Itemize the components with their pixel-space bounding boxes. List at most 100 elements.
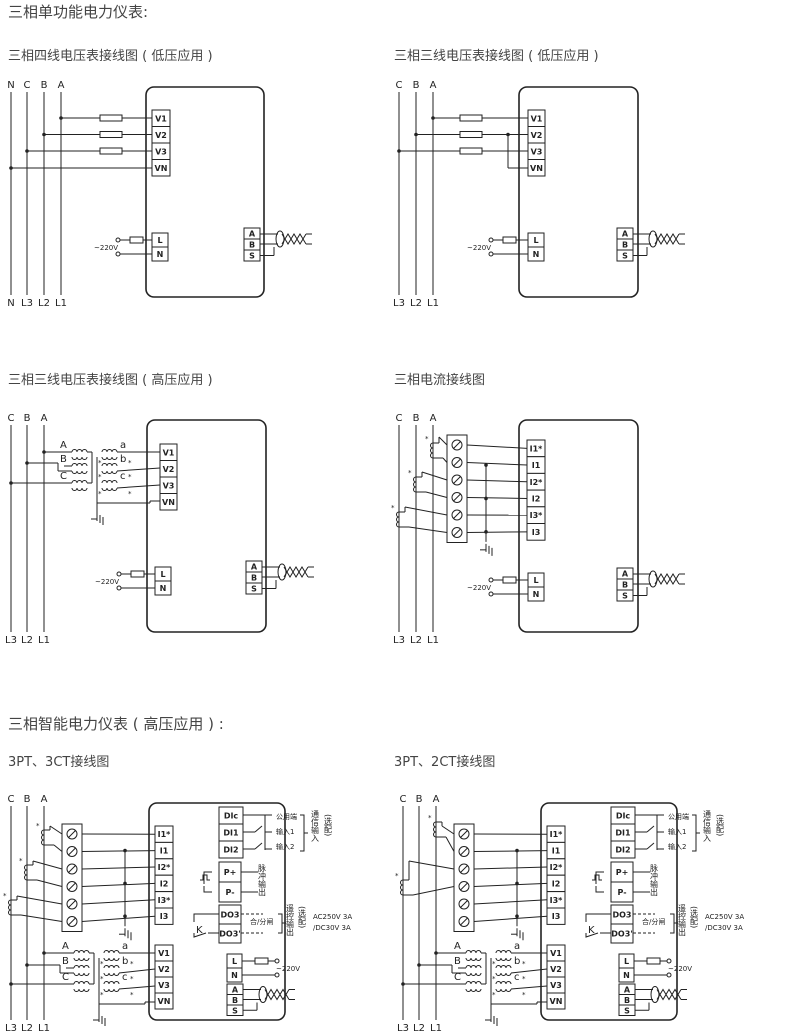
wire <box>36 879 63 887</box>
comm-terminal-block: ABS <box>618 983 636 1016</box>
coil-icon <box>495 965 512 969</box>
terminal-label: I3* <box>550 896 564 905</box>
polarity-mark: * <box>100 975 104 983</box>
phase-label-top: C <box>396 413 403 424</box>
coil-icon <box>73 972 90 976</box>
terminal-label: I1* <box>550 830 564 839</box>
screw-slot <box>453 458 461 467</box>
fuse-icon <box>99 147 123 155</box>
polarity-mark: * <box>98 490 102 498</box>
screw-terminal-icon <box>451 492 463 503</box>
screw-terminal-icon <box>451 509 463 521</box>
comm-terminal-block: ABS <box>616 567 634 602</box>
terminal-label: L <box>533 236 538 245</box>
terminal-label: DO3' <box>611 930 632 939</box>
polarity-mark: * <box>522 960 526 968</box>
coil-icon <box>71 463 88 467</box>
terminal-label: V2 <box>550 965 562 974</box>
wire <box>408 860 455 870</box>
terminal-label: VN <box>155 164 168 173</box>
phase-label-bottom: L3 <box>5 1023 17 1034</box>
shield-icon <box>258 986 268 1003</box>
terminal-label: B <box>622 241 628 250</box>
coil-icon <box>103 950 120 954</box>
screw-slot <box>68 847 76 856</box>
junction-dot <box>25 963 29 967</box>
polarity-mark: * <box>98 459 102 467</box>
twisted-pair-icon <box>281 233 307 245</box>
pt-secondary-label: b <box>514 956 520 967</box>
optional-label: (选配) <box>690 906 699 928</box>
terminal-label: VN <box>158 997 171 1006</box>
terminal-label: VN <box>550 997 563 1006</box>
fuse-icon <box>459 131 483 138</box>
phase-label-top: C <box>24 80 31 91</box>
di-label: 公用端 <box>276 812 297 821</box>
meter-body <box>518 86 639 298</box>
ct-coil-icon <box>400 879 404 896</box>
terminal-label: I3* <box>158 896 172 905</box>
relay-label: K <box>588 925 595 936</box>
screw-slot <box>453 528 461 537</box>
coil-icon <box>101 470 118 474</box>
screw-terminal-icon <box>66 898 78 910</box>
coil-icon <box>73 988 90 992</box>
junction-dot <box>417 963 421 967</box>
polarity-mark: * <box>492 960 496 968</box>
polarity-mark: * <box>3 892 7 900</box>
phase-label-bottom: L3 <box>393 635 405 646</box>
terminal-label: I2* <box>158 863 172 872</box>
terminal-label: VN <box>530 164 543 173</box>
screw-terminal-strip <box>61 823 83 932</box>
remote-output-group-label: 遥控输出 <box>678 903 687 937</box>
phase-label-bottom: L3 <box>397 1023 409 1034</box>
pt-secondary-label: b <box>120 454 126 465</box>
diagram-title: 三相三线电压表接线图 ( 高压应用 ) <box>8 372 213 388</box>
phase-label-top: B <box>24 413 31 424</box>
polarity-mark: * <box>428 814 432 822</box>
terminal-label: S <box>622 592 628 601</box>
coil-icon <box>103 965 120 969</box>
pulse-output-label: 脉冲输出 <box>650 863 659 897</box>
supply-terminal-icon <box>488 251 494 257</box>
terminal-label: I2 <box>532 494 541 503</box>
coil-icon <box>495 988 512 992</box>
wire <box>53 844 63 852</box>
terminal-label: P- <box>225 888 234 897</box>
coil-icon <box>465 972 482 976</box>
screw-terminal-icon <box>66 881 78 892</box>
terminal-label: V1 <box>163 448 175 457</box>
terminal-cell <box>546 992 566 1010</box>
phase-label-top: B <box>413 413 420 424</box>
power-terminal-block: LN <box>527 232 545 262</box>
polarity-mark: * <box>395 872 399 880</box>
screw-slot <box>460 830 468 838</box>
pt-secondary-label: a <box>514 941 520 952</box>
pt-secondary-label: a <box>120 440 126 451</box>
pt-secondary-label: c <box>122 972 128 983</box>
terminal-label: I3 <box>552 912 561 921</box>
shield-icon <box>650 986 660 1003</box>
supply-terminal-icon <box>116 585 122 591</box>
terminal-label: V3 <box>163 481 175 490</box>
pulse-output-block: P+P- <box>610 861 634 903</box>
terminal-label: DIc <box>616 812 631 821</box>
terminal-label: N <box>231 971 238 980</box>
rating-label: /DC30V 3A <box>313 924 351 932</box>
twisted-pair-icon <box>654 573 680 585</box>
polarity-mark: * <box>391 504 395 512</box>
supply-terminal-icon <box>488 237 494 243</box>
wire <box>510 985 548 990</box>
twisted-pair-icon <box>264 988 290 1001</box>
pt-primary-label: C <box>62 972 69 983</box>
terminal-label: I1 <box>160 847 169 856</box>
meter-body <box>148 802 286 1021</box>
terminal-label: B <box>622 581 628 590</box>
bracket <box>692 814 700 852</box>
